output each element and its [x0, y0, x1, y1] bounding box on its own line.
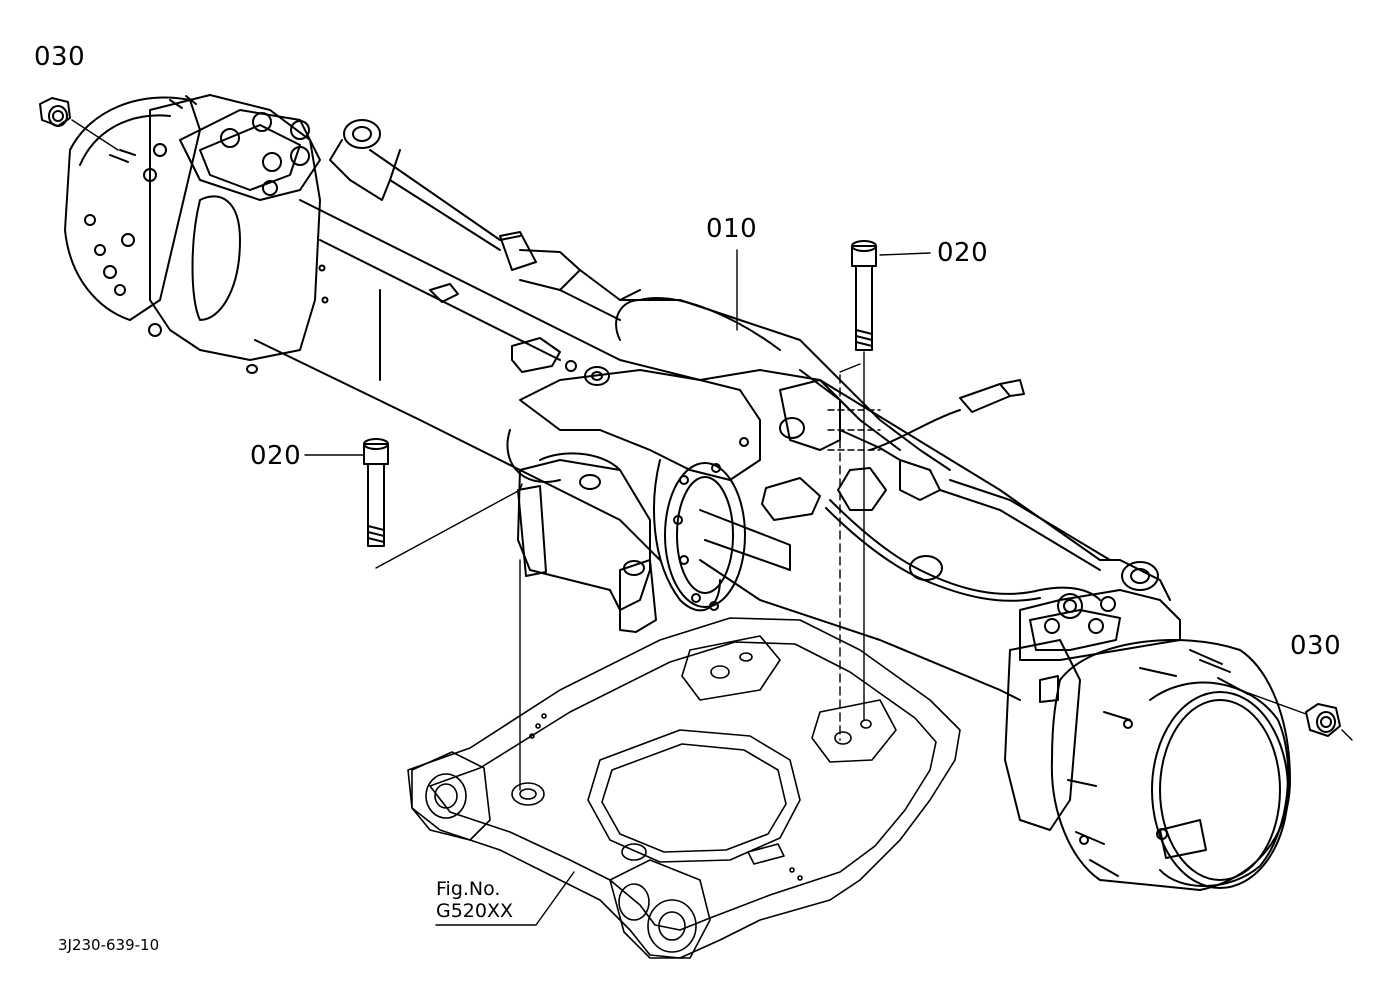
axle-support-bracket [407, 617, 961, 959]
steering-cylinder [329, 119, 1171, 602]
callout-020-left: 020 [250, 441, 302, 471]
figure-reference-line1: Fig.No. [436, 878, 501, 900]
figure-reference-line2: G520XX [436, 900, 514, 922]
nut-030-right [1305, 703, 1341, 737]
callout-010: 010 [706, 214, 758, 244]
leader-lines [71, 119, 1353, 926]
callout-030-left: 030 [34, 42, 86, 72]
callout-030-right: 030 [1290, 631, 1342, 661]
nut-030-left [39, 97, 71, 127]
axle-housing [254, 199, 1101, 701]
bolt-020-right [851, 240, 877, 351]
figure-reference: Fig.No. G520XX [436, 878, 513, 922]
callout-020-right: 020 [937, 238, 989, 268]
bolt-020-left [363, 438, 389, 547]
drawing-id: 3J230-639-10 [58, 936, 160, 954]
right-final-drive-hub [1004, 589, 1291, 891]
left-final-drive-hub [64, 94, 321, 374]
